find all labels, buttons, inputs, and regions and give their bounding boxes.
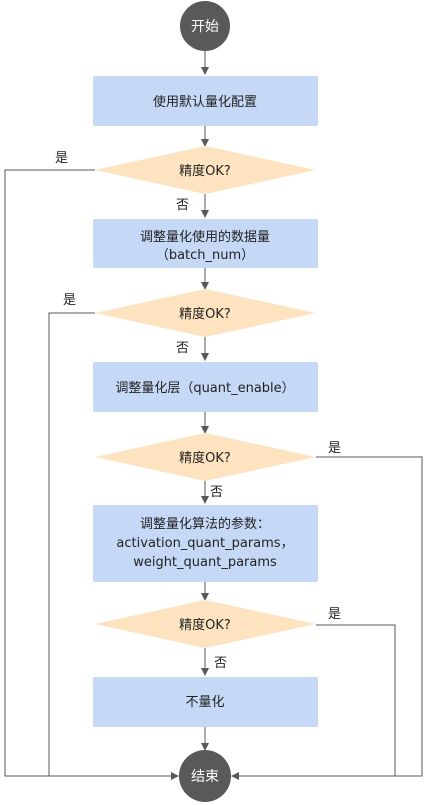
- end-label: 结束: [191, 769, 219, 785]
- check3-diamond: [95, 433, 316, 481]
- check4-yes-label: 是: [328, 607, 341, 622]
- default-config-box: [93, 76, 318, 126]
- edge-check2-yes-to-end: [48, 312, 95, 776]
- start-node: 开始: [180, 1, 230, 51]
- start-label: 开始: [191, 19, 219, 35]
- adjust-algo-box: [93, 505, 318, 582]
- no-quant-label: 不量化: [185, 695, 224, 710]
- edge-check1-yes-to-end: [4, 169, 179, 780]
- adjust-layer-node: 调整量化层（quant_enable）: [93, 362, 318, 412]
- check4-no-label: 否: [214, 656, 227, 671]
- adjust-batch-box: [93, 219, 318, 268]
- check1-node: 精度OK?: [95, 146, 316, 194]
- adjust-algo-node: 调整量化算法的参数： activation_quant_params， weig…: [93, 505, 318, 582]
- check2-label: 精度OK?: [179, 306, 231, 322]
- adjust-algo-label-line2: activation_quant_params，: [116, 536, 293, 551]
- check4-node: 精度OK?: [95, 600, 316, 648]
- end-circle: [179, 750, 231, 802]
- check4-label: 精度OK?: [179, 617, 231, 633]
- adjust-layer-box: [93, 362, 318, 412]
- adjust-batch-label-line2: （batch_num）: [156, 248, 254, 263]
- check2-yes-label: 是: [63, 293, 76, 308]
- check2-diamond: [95, 289, 316, 337]
- check1-diamond: [95, 146, 316, 194]
- check2-node: 精度OK?: [95, 289, 316, 337]
- adjust-algo-label-line3: weight_quant_params: [133, 555, 277, 570]
- adjust-algo-label-line1: 调整量化算法的参数：: [140, 516, 270, 532]
- end-node: 结束: [179, 750, 231, 802]
- start-circle: [180, 1, 230, 51]
- check4-diamond: [95, 600, 316, 648]
- check3-label: 精度OK?: [179, 450, 231, 466]
- default-config-node: 使用默认量化配置: [93, 76, 318, 126]
- adjust-batch-node: 调整量化使用的数据量 （batch_num）: [93, 219, 318, 268]
- check3-node: 精度OK?: [95, 433, 316, 481]
- check1-no-label: 否: [176, 198, 189, 213]
- default-config-label: 使用默认量化配置: [153, 94, 257, 110]
- edge-labels: 是 否 是 否 是 否 是 否: [55, 151, 341, 671]
- check1-yes-label: 是: [55, 151, 68, 166]
- check3-yes-label: 是: [328, 441, 341, 456]
- adjust-layer-label: 调整量化层（quant_enable）: [115, 381, 294, 396]
- no-quant-box: [93, 677, 318, 727]
- adjust-batch-label-line1: 调整量化使用的数据量: [140, 229, 270, 245]
- check1-label: 精度OK?: [179, 163, 231, 179]
- connectors: [4, 50, 423, 780]
- no-quant-node: 不量化: [93, 677, 318, 727]
- edge-check3-yes-to-end: [231, 456, 423, 780]
- check2-no-label: 否: [176, 341, 189, 356]
- edge-check4-yes-to-end: [316, 624, 396, 776]
- check3-no-label: 否: [210, 485, 223, 500]
